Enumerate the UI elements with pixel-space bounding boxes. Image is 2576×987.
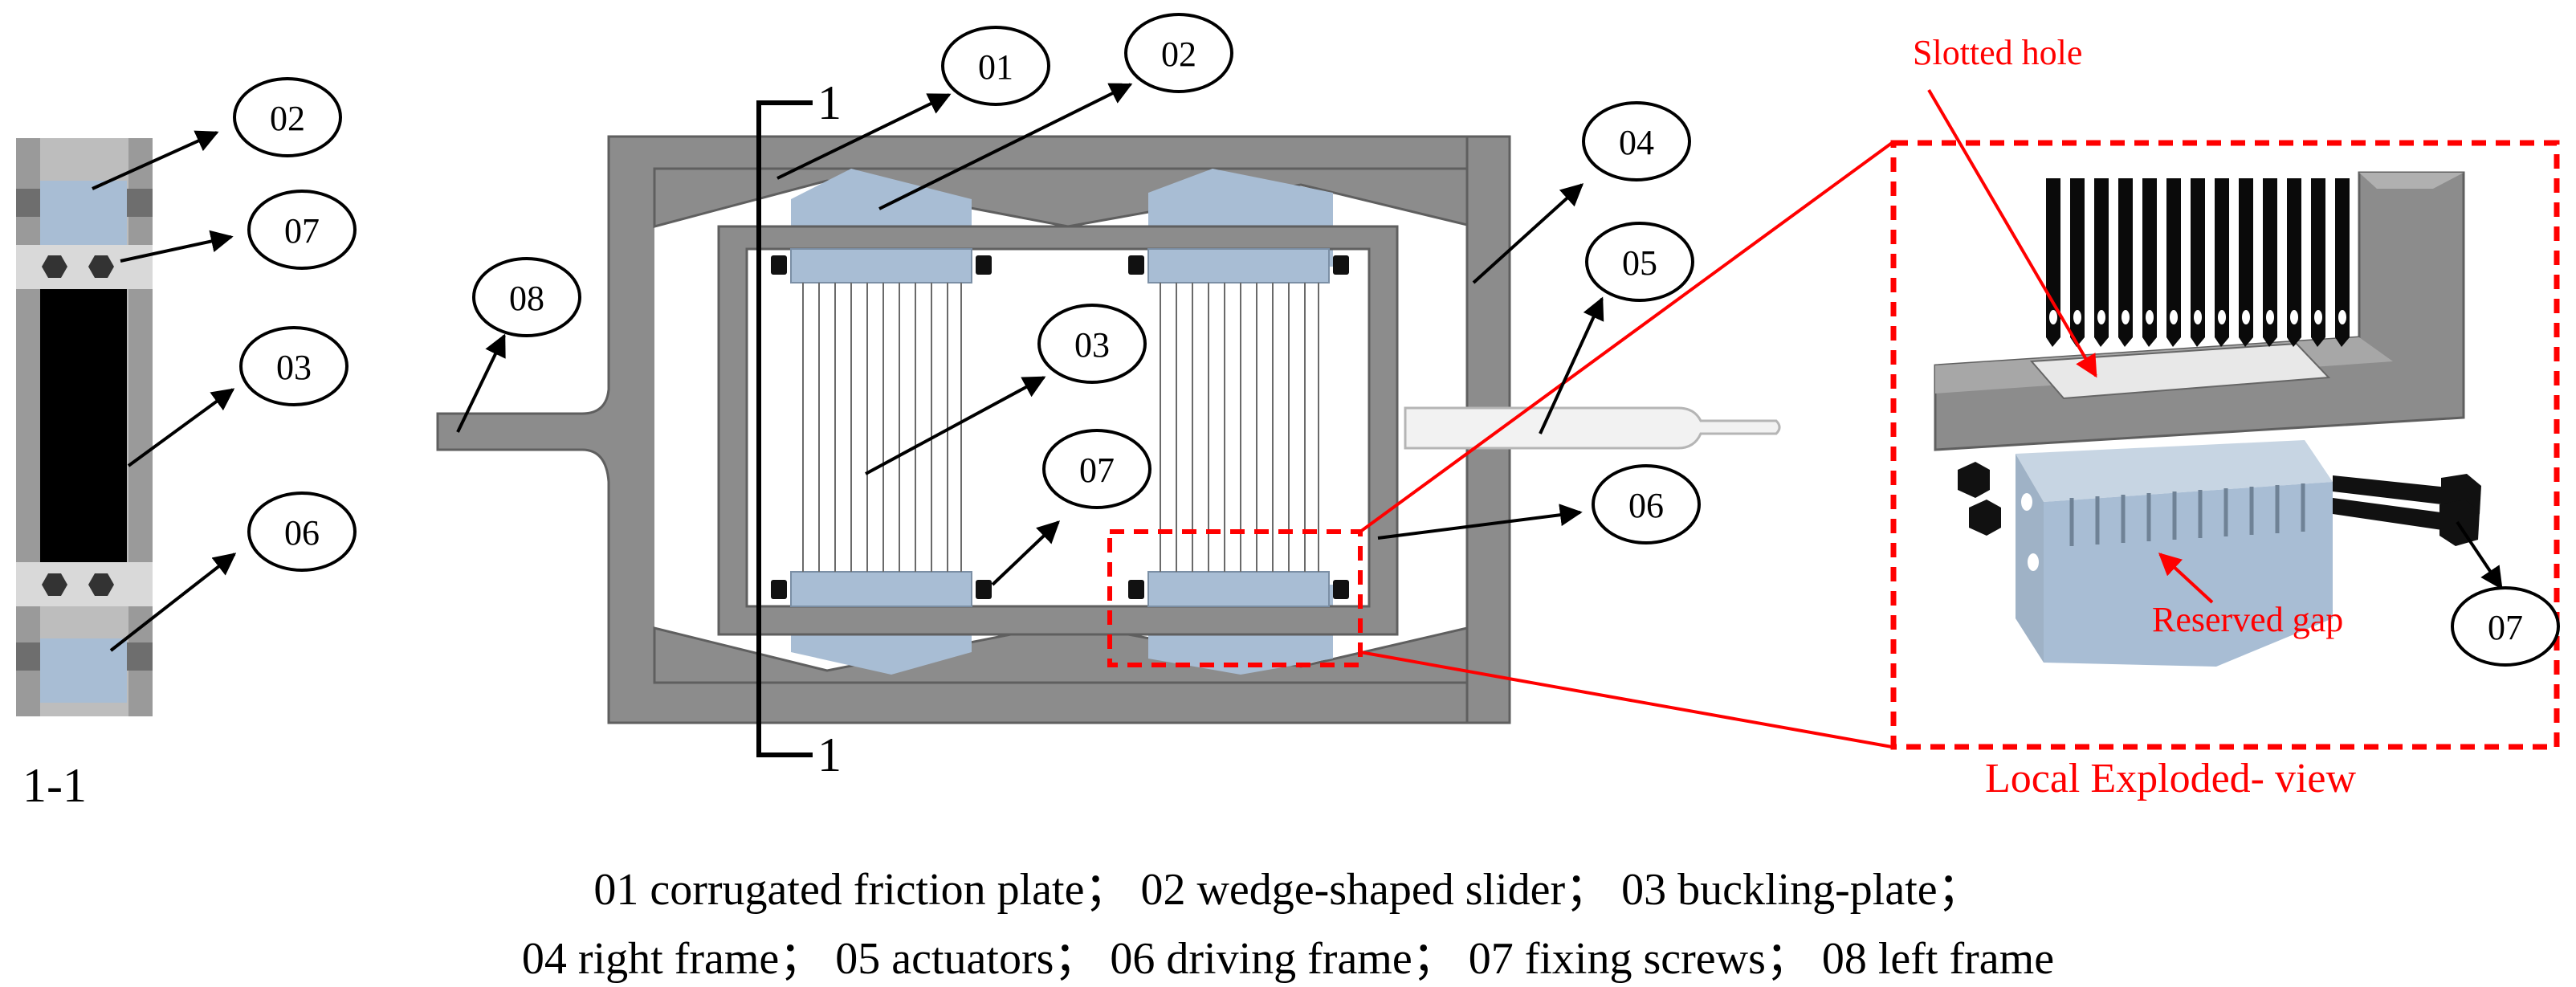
- section-nut-4: [88, 573, 114, 596]
- buckling-plates-left: [802, 283, 962, 572]
- reserved-gap-slots: [2069, 483, 2305, 546]
- callout-06-left-label: 06: [284, 513, 320, 553]
- callout-04: 04: [1472, 101, 1691, 284]
- section-nut-3: [42, 573, 67, 596]
- exploded-plate-holes: [2049, 310, 2346, 324]
- fixing-screws-main: [771, 255, 1349, 599]
- clamp-bottom-right: [1147, 571, 1330, 607]
- slider-block-top: [2016, 440, 2333, 502]
- callout-07-left: 07: [120, 190, 357, 270]
- section-slider-top: [40, 181, 127, 245]
- exploded-nut-2: [1969, 500, 2001, 536]
- callout-07-left-label: 07: [284, 211, 320, 251]
- section-driving-frame-top: [16, 245, 153, 289]
- callout-03-left-label: 03: [276, 348, 312, 387]
- clamp-top-right: [1147, 248, 1330, 283]
- callout-07-exploded-label: 07: [2488, 608, 2523, 647]
- section-view: [16, 138, 153, 716]
- clamp-top-left: [790, 248, 972, 283]
- detail-link-bottom: [1359, 651, 1893, 748]
- detail-highlight-box: [1107, 529, 1363, 667]
- main-view: [436, 100, 1781, 757]
- callout-06-left: 06: [109, 491, 357, 652]
- block-hole-2: [2028, 553, 2039, 571]
- section-mark-top: 1: [817, 76, 842, 129]
- callout-07-exploded: 07: [2451, 520, 2560, 667]
- callout-06: 06: [1377, 464, 1701, 544]
- exploded-buckling-plates: [2046, 178, 2350, 347]
- section-left-frame: [16, 138, 40, 716]
- detail-link-top: [1359, 141, 1893, 533]
- callout-07-label: 07: [1079, 451, 1115, 490]
- exploded-view: [1934, 171, 2481, 667]
- reserved-gap-arrow: [2158, 553, 2214, 604]
- callout-05-label: 05: [1622, 243, 1657, 283]
- block-hole-1: [2021, 493, 2032, 511]
- callout-08: 08: [456, 257, 581, 433]
- callout-05: 05: [1539, 222, 1694, 434]
- reserved-gap-label: Reserved gap: [2152, 600, 2343, 639]
- section-mark-bottom: 1: [817, 728, 842, 781]
- callout-01: 01: [776, 26, 1050, 180]
- actuator-rod: [1404, 406, 1781, 450]
- callout-08-label: 08: [509, 279, 544, 318]
- exploded-frame-top: [2359, 173, 2464, 189]
- section-label: 1-1: [22, 759, 87, 812]
- section-cut-line: [756, 100, 813, 757]
- section-right-frame: [128, 138, 153, 716]
- section-nut-2: [88, 255, 114, 278]
- clamp-bottom-left: [790, 571, 972, 607]
- section-buckling-plate: [40, 289, 127, 562]
- callout-04-label: 04: [1619, 123, 1654, 162]
- callout-03-left: 03: [127, 326, 348, 467]
- legend-line-2: 04 right frame； 05 actuators； 06 driving…: [521, 934, 2055, 984]
- section-nut-1: [42, 255, 67, 278]
- callout-02-left: 02: [92, 77, 342, 190]
- exploded-nut-1: [1958, 462, 1990, 498]
- section-driving-frame-bottom: [16, 562, 153, 606]
- callout-03-label: 03: [1074, 325, 1110, 365]
- slotted-hole: [2029, 342, 2331, 400]
- exploded-view-box: [1890, 140, 2560, 750]
- callout-02-left-label: 02: [270, 99, 305, 138]
- callout-02-label: 02: [1161, 35, 1196, 74]
- legend-line-1: 01 corrugated friction plate； 02 wedge-s…: [593, 865, 1983, 915]
- callout-06-label: 06: [1628, 486, 1664, 525]
- callout-07: 07: [991, 429, 1151, 586]
- callout-02: 02: [878, 13, 1233, 210]
- exploded-screws: [2333, 474, 2481, 546]
- callout-03: 03: [865, 304, 1147, 475]
- slotted-hole-label: Slotted hole: [1913, 33, 2082, 72]
- buckling-plates-right: [1160, 283, 1319, 572]
- callout-01-label: 01: [978, 47, 1013, 87]
- exploded-view-title: Local Exploded- view: [1985, 756, 2357, 801]
- slotted-hole-arrow: [1927, 88, 2097, 378]
- slider-block-front: [2044, 482, 2333, 667]
